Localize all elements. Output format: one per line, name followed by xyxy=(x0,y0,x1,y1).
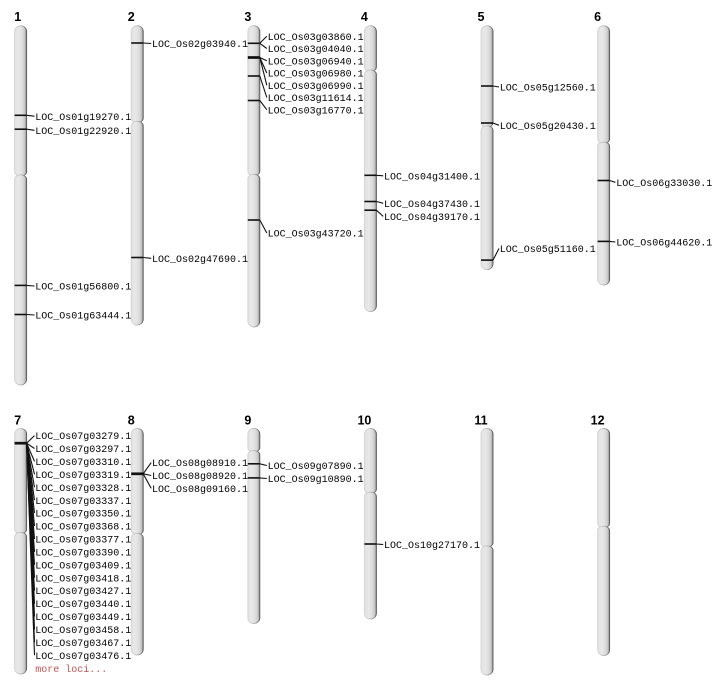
svg-text:LOC_Os07g03467.1: LOC_Os07g03467.1 xyxy=(35,639,131,650)
svg-text:LOC_Os07g03427.1: LOC_Os07g03427.1 xyxy=(35,587,131,598)
svg-text:3: 3 xyxy=(244,10,251,24)
svg-text:LOC_Os03g43720.1: LOC_Os03g43720.1 xyxy=(268,230,364,241)
svg-text:LOC_Os03g06990.1: LOC_Os03g06990.1 xyxy=(268,82,364,93)
svg-text:LOC_Os10g27170.1: LOC_Os10g27170.1 xyxy=(384,541,480,552)
svg-text:11: 11 xyxy=(474,414,487,428)
svg-text:4: 4 xyxy=(361,10,368,24)
svg-text:LOC_Os07g03350.1: LOC_Os07g03350.1 xyxy=(35,510,131,521)
svg-text:8: 8 xyxy=(128,414,135,428)
svg-text:LOC_Os01g56800.1: LOC_Os01g56800.1 xyxy=(35,283,131,294)
svg-text:LOC_Os04g37430.1: LOC_Os04g37430.1 xyxy=(384,200,480,211)
svg-text:LOC_Os07g03279.1: LOC_Os07g03279.1 xyxy=(35,432,131,443)
svg-text:LOC_Os08g08920.1: LOC_Os08g08920.1 xyxy=(152,472,248,483)
svg-text:LOC_Os03g16770.1: LOC_Os03g16770.1 xyxy=(268,106,364,117)
svg-text:LOC_Os01g22920.1: LOC_Os01g22920.1 xyxy=(35,127,131,138)
svg-text:LOC_Os07g03476.1: LOC_Os07g03476.1 xyxy=(35,652,131,663)
svg-text:LOC_Os05g51160.1: LOC_Os05g51160.1 xyxy=(500,245,596,256)
svg-text:LOC_Os07g03297.1: LOC_Os07g03297.1 xyxy=(35,445,131,456)
svg-text:LOC_Os04g31400.1: LOC_Os04g31400.1 xyxy=(384,172,480,183)
svg-text:LOC_Os07g03319.1: LOC_Os07g03319.1 xyxy=(35,471,131,482)
svg-text:LOC_Os08g09160.1: LOC_Os08g09160.1 xyxy=(152,485,248,496)
svg-text:LOC_Os07g03377.1: LOC_Os07g03377.1 xyxy=(35,536,131,547)
svg-text:9: 9 xyxy=(244,414,251,428)
svg-text:LOC_Os07g03310.1: LOC_Os07g03310.1 xyxy=(35,458,131,469)
svg-text:LOC_Os01g63444.1: LOC_Os01g63444.1 xyxy=(35,312,131,323)
svg-text:LOC_Os07g03328.1: LOC_Os07g03328.1 xyxy=(35,484,131,495)
svg-text:2: 2 xyxy=(128,10,135,24)
svg-text:LOC_Os03g03860.1: LOC_Os03g03860.1 xyxy=(268,33,364,44)
svg-text:LOC_Os06g33030.1: LOC_Os06g33030.1 xyxy=(616,179,712,190)
svg-text:LOC_Os06g44620.1: LOC_Os06g44620.1 xyxy=(616,239,712,250)
svg-text:LOC_Os07g03449.1: LOC_Os07g03449.1 xyxy=(35,613,131,624)
svg-text:LOC_Os02g03940.1: LOC_Os02g03940.1 xyxy=(152,40,248,51)
svg-text:more loci...: more loci... xyxy=(35,664,107,676)
svg-text:LOC_Os07g03368.1: LOC_Os07g03368.1 xyxy=(35,523,131,534)
svg-text:LOC_Os08g08910.1: LOC_Os08g08910.1 xyxy=(152,459,248,470)
svg-text:LOC_Os07g03440.1: LOC_Os07g03440.1 xyxy=(35,600,131,611)
svg-text:LOC_Os07g03337.1: LOC_Os07g03337.1 xyxy=(35,497,131,508)
svg-text:LOC_Os03g11614.1: LOC_Os03g11614.1 xyxy=(268,94,364,105)
svg-text:10: 10 xyxy=(357,414,371,428)
svg-text:LOC_Os03g04040.1: LOC_Os03g04040.1 xyxy=(268,45,364,56)
svg-text:LOC_Os05g12560.1: LOC_Os05g12560.1 xyxy=(500,84,596,95)
svg-text:LOC_Os09g07890.1: LOC_Os09g07890.1 xyxy=(268,462,364,473)
svg-text:LOC_Os03g06940.1: LOC_Os03g06940.1 xyxy=(268,57,364,68)
svg-text:12: 12 xyxy=(591,414,605,428)
svg-text:LOC_Os07g03409.1: LOC_Os07g03409.1 xyxy=(35,561,131,572)
svg-text:LOC_Os07g03458.1: LOC_Os07g03458.1 xyxy=(35,626,131,637)
svg-text:LOC_Os01g19270.1: LOC_Os01g19270.1 xyxy=(35,113,131,124)
svg-text:LOC_Os04g39170.1: LOC_Os04g39170.1 xyxy=(384,213,480,224)
svg-text:LOC_Os09g10890.1: LOC_Os09g10890.1 xyxy=(268,475,364,486)
svg-text:7: 7 xyxy=(14,414,21,428)
svg-text:LOC_Os03g06980.1: LOC_Os03g06980.1 xyxy=(268,70,364,81)
svg-text:LOC_Os07g03390.1: LOC_Os07g03390.1 xyxy=(35,549,131,560)
svg-text:5: 5 xyxy=(478,10,485,24)
svg-text:1: 1 xyxy=(14,10,21,24)
svg-text:6: 6 xyxy=(594,10,601,24)
svg-text:LOC_Os05g20430.1: LOC_Os05g20430.1 xyxy=(500,122,596,133)
svg-text:LOC_Os07g03418.1: LOC_Os07g03418.1 xyxy=(35,574,131,585)
svg-text:LOC_Os02g47690.1: LOC_Os02g47690.1 xyxy=(152,255,248,266)
